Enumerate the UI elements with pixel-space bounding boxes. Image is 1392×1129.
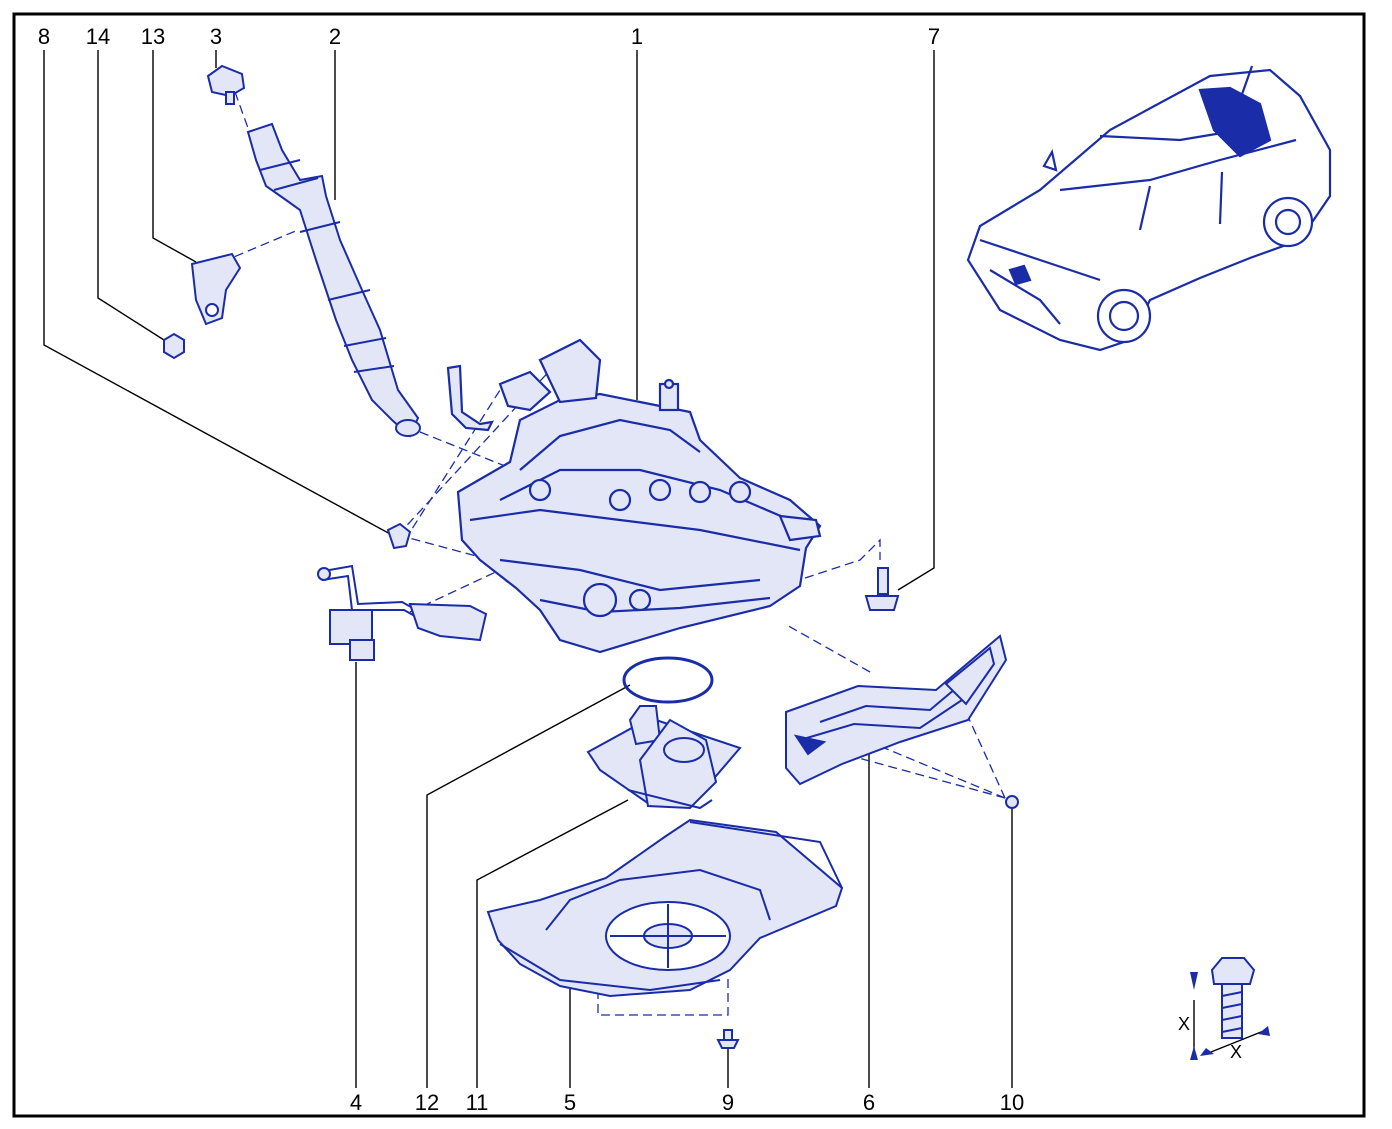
leader-7	[897, 50, 935, 591]
callout-7: 7	[928, 24, 940, 49]
callout-8: 8	[38, 24, 50, 49]
callout-3: 3	[210, 24, 222, 49]
leader-13	[152, 50, 197, 263]
leader-11	[476, 799, 629, 1088]
inset-dimension-x-vertical: X	[1178, 1014, 1190, 1034]
vehicle-locator-illustration	[966, 65, 1332, 352]
heat-shield-part-6	[785, 634, 1008, 786]
fuel-tank-part-1	[446, 338, 822, 654]
callout-5: 5	[564, 1090, 576, 1115]
fuel-pump-part-11	[586, 705, 742, 810]
callout-6: 6	[863, 1090, 875, 1115]
callout-labels: 8 14 13 3 2 1 7 4 12 11 5 9 6 10	[38, 24, 1024, 1115]
callout-14: 14	[86, 24, 110, 49]
callout-12: 12	[415, 1090, 439, 1115]
callout-9: 9	[722, 1090, 734, 1115]
screw-part-9	[716, 1029, 740, 1049]
callout-11: 11	[466, 1090, 489, 1115]
callout-13: 13	[141, 24, 165, 49]
callout-10: 10	[1000, 1090, 1024, 1115]
filler-cap-part-3	[206, 64, 246, 105]
callout-2: 2	[329, 24, 341, 49]
screw-part-10	[1005, 795, 1019, 809]
inset-dimension-x-horizontal: X	[1230, 1042, 1242, 1062]
leader-14	[97, 50, 165, 341]
bracket-part-13	[190, 252, 242, 326]
callout-4: 4	[350, 1090, 362, 1115]
leader-lines	[43, 50, 1013, 1088]
nut-part-14	[163, 332, 185, 360]
filler-neck-part-2	[246, 122, 421, 438]
bolt-dimension-inset: X X	[1178, 957, 1270, 1062]
leader-8	[43, 50, 393, 536]
seal-ring-part-12	[622, 656, 714, 704]
leader-12	[426, 684, 631, 1088]
underbody-shield-part-5	[486, 818, 844, 998]
pipe-assembly-part-4	[317, 564, 488, 661]
grommet-part-8	[386, 522, 412, 550]
bolt-part-7	[864, 567, 900, 611]
callout-1: 1	[631, 24, 643, 49]
